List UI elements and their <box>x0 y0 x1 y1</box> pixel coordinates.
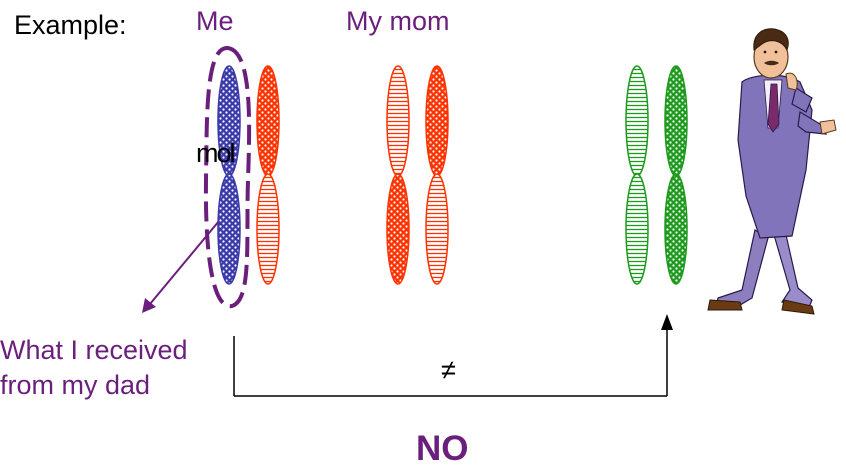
result-label: NO <box>416 429 469 468</box>
chromosome-me-from-mom <box>256 65 280 285</box>
comparison-bracket <box>233 314 673 397</box>
dad-caption-line2: from my dad <box>0 370 151 400</box>
man-in-suit-icon <box>707 28 837 315</box>
chromosome-dad-2 <box>664 65 688 285</box>
chromosome-mom-1 <box>386 65 410 285</box>
dad-caption-line1: What I received <box>0 335 188 365</box>
chromosome-dad-1 <box>625 65 649 285</box>
my-mom-label: My mom <box>346 6 450 36</box>
not-equal-sign: ≠ <box>441 355 456 385</box>
chromosome-mom-2 <box>425 65 449 285</box>
chromosome-me-from-dad <box>217 65 241 285</box>
example-label: Example: <box>14 10 127 40</box>
arrow-to-caption <box>142 220 220 313</box>
dad-caption: What I received from my dad <box>0 333 188 403</box>
me-label: Me <box>196 6 234 36</box>
overlap-text: mol <box>196 138 235 168</box>
dashed-highlight <box>203 46 252 309</box>
